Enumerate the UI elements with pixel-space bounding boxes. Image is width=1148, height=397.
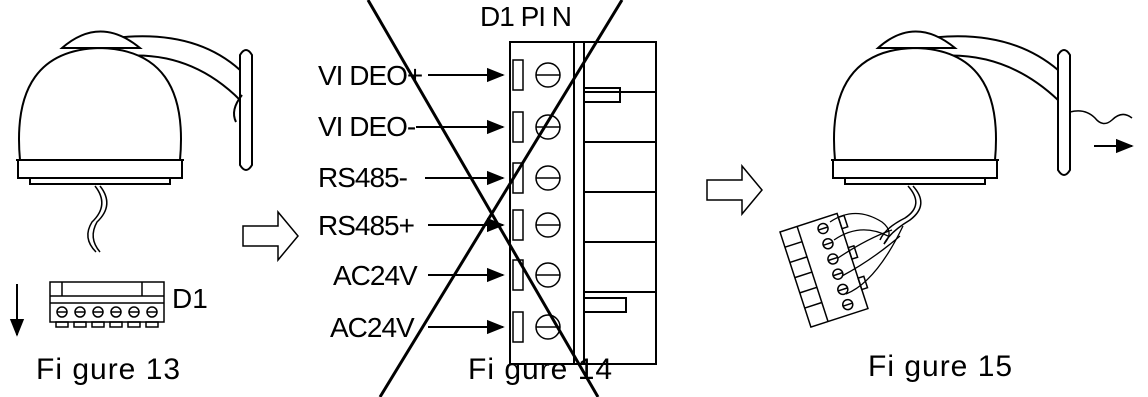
- connector-label: D1: [172, 283, 208, 314]
- pin-label-rs485-plus: RS485+: [318, 210, 415, 241]
- pin-label-video-minus: VI DEO-: [318, 111, 416, 142]
- arrow-right-outline-icon: [706, 163, 763, 217]
- pin-label-ac24v-1: AC24V: [333, 260, 418, 291]
- pin-label-ac24v-2: AC24V: [330, 312, 415, 343]
- figure-13-caption: Fi gure 13: [36, 353, 182, 386]
- pin-terminal-block: [509, 41, 657, 365]
- terminal-block-icon: [779, 212, 869, 329]
- pin-arrows: [416, 67, 505, 335]
- pin-label-video-plus: VI DEO+: [318, 60, 423, 91]
- arrow-right-outline-icon: [242, 209, 299, 263]
- cross-out-mark: [366, 0, 624, 397]
- dome-camera-icon: [831, 30, 1133, 245]
- figure-15-caption: Fi gure 15: [868, 350, 1014, 383]
- figure-14-caption: Fi gure 14: [468, 353, 614, 386]
- pin-label-rs485-minus: RS485-: [318, 162, 408, 193]
- pin-header-label: D1 PI N: [480, 1, 572, 32]
- dome-camera-icon: [16, 30, 253, 253]
- terminal-block-icon: [49, 281, 165, 328]
